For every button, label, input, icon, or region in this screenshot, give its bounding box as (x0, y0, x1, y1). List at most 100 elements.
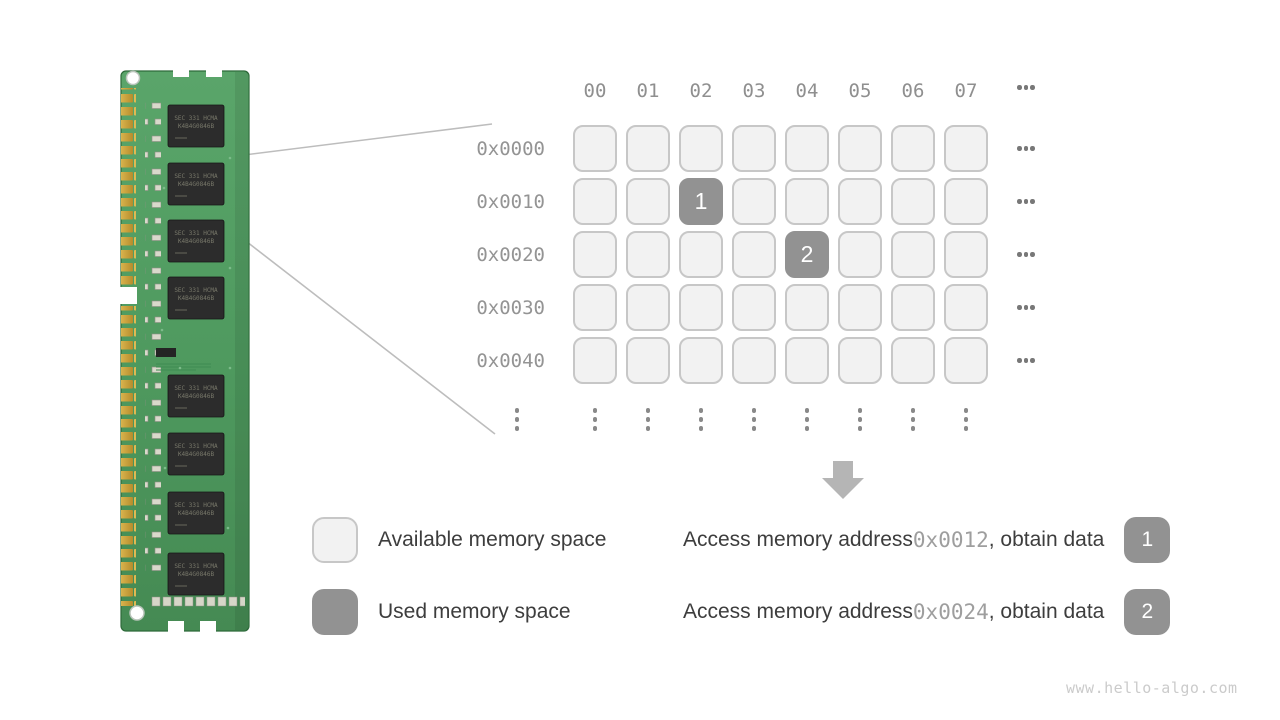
dot (910, 417, 916, 422)
memory-cell (679, 284, 723, 331)
available-swatch-icon (312, 517, 358, 563)
dot (592, 408, 598, 413)
dot (1017, 252, 1022, 257)
memory-cell (732, 125, 776, 172)
svg-text:K4B4G0846B: K4B4G0846B (178, 238, 215, 245)
svg-text:SEC 331 HCMA: SEC 331 HCMA (174, 563, 218, 570)
dot (514, 417, 520, 422)
column-ellipsis-icon (592, 408, 598, 431)
memory-cell (891, 231, 935, 278)
column-ellipsis (891, 390, 935, 434)
memory-address-code: 0x0024 (912, 600, 989, 624)
dot (1030, 199, 1035, 204)
column-ellipsis (470, 390, 564, 434)
svg-text:K4B4G0846B: K4B4G0846B (178, 510, 215, 517)
annotation-line: Access memory address 0x0024, obtain dat… (683, 589, 1171, 635)
svg-text:K4B4G0846B: K4B4G0846B (178, 295, 215, 302)
memory-address-code: 0x0012 (912, 528, 989, 552)
data-badge: 1 (1124, 517, 1171, 563)
row-address-label: 0x0020 (476, 243, 545, 266)
svg-text:K4B4G0846B: K4B4G0846B (178, 451, 215, 458)
column-header: 00 (583, 80, 607, 102)
annotation-suffix: , obtain data (988, 528, 1105, 551)
dot (1023, 252, 1029, 257)
svg-text:SEC 331 HCMA: SEC 331 HCMA (174, 115, 218, 122)
dot (751, 426, 757, 431)
svg-text:K4B4G0846B: K4B4G0846B (178, 181, 215, 188)
column-ellipsis (785, 390, 829, 434)
memory-cell (891, 125, 935, 172)
memory-cell (785, 284, 829, 331)
watermark: www.hello-algo.com (1066, 679, 1238, 697)
memory-cell (626, 125, 670, 172)
svg-text:K4B4G0846B: K4B4G0846B (178, 123, 215, 130)
dot (804, 408, 810, 413)
grid-corner (470, 79, 564, 119)
row-address-label: 0x0040 (476, 349, 545, 372)
dot (1030, 252, 1035, 257)
dot (514, 408, 520, 413)
dot (1023, 85, 1029, 90)
dot (1023, 358, 1029, 363)
dot (1023, 305, 1029, 310)
memory-cell (573, 337, 617, 384)
column-header: 03 (742, 80, 766, 102)
annotation-line: Access memory address 0x0012, obtain dat… (683, 517, 1171, 563)
column-ellipsis (732, 390, 776, 434)
dot (1030, 358, 1035, 363)
dot (857, 426, 863, 431)
memory-cell (944, 231, 988, 278)
column-header: 05 (848, 80, 872, 102)
memory-cell (838, 125, 882, 172)
dot (910, 426, 916, 431)
row-address-label: 0x0000 (476, 137, 545, 160)
grid-spacer (997, 390, 1055, 434)
dot (910, 408, 916, 413)
column-ellipsis-icon (910, 408, 916, 431)
column-header: 07 (954, 80, 978, 102)
dot (698, 417, 704, 422)
svg-text:SEC 331 HCMA: SEC 331 HCMA (174, 287, 218, 294)
down-arrow-icon (822, 461, 864, 499)
column-header: 04 (795, 80, 819, 102)
dot (1030, 146, 1035, 151)
row-ellipsis-icon (1017, 252, 1035, 257)
column-ellipsis-icon (963, 408, 969, 431)
dot (645, 417, 651, 422)
memory-cell (573, 178, 617, 225)
memory-cell (785, 125, 829, 172)
svg-text:SEC 331 HCMA: SEC 331 HCMA (174, 230, 218, 237)
column-header: 02 (689, 80, 713, 102)
memory-cell (679, 337, 723, 384)
dot (592, 417, 598, 422)
annotation-prefix: Access memory address (683, 600, 913, 623)
annotation-suffix: , obtain data (988, 600, 1105, 623)
row-ellipsis-icon (1017, 358, 1035, 363)
memory-cell (679, 231, 723, 278)
svg-text:SEC 331 HCMA: SEC 331 HCMA (174, 385, 218, 392)
column-ellipsis (679, 390, 723, 434)
dot (857, 417, 863, 422)
memory-cell (626, 178, 670, 225)
svg-text:SEC 331 HCMA: SEC 331 HCMA (174, 443, 218, 450)
dot (963, 417, 969, 422)
dot (514, 426, 520, 431)
column-header: 06 (901, 80, 925, 102)
dot (698, 408, 704, 413)
row-ellipsis-icon (1017, 85, 1035, 90)
dot (751, 408, 757, 413)
memory-cell (626, 284, 670, 331)
dot (1017, 358, 1022, 363)
memory-cell (944, 337, 988, 384)
column-ellipsis-icon (751, 408, 757, 431)
dot (645, 408, 651, 413)
dot (1017, 146, 1022, 151)
memory-cell (944, 125, 988, 172)
dot (1030, 85, 1035, 90)
legend-label: Used memory space (378, 600, 571, 623)
dot (857, 408, 863, 413)
column-header: 01 (636, 80, 660, 102)
dot (1030, 305, 1035, 310)
